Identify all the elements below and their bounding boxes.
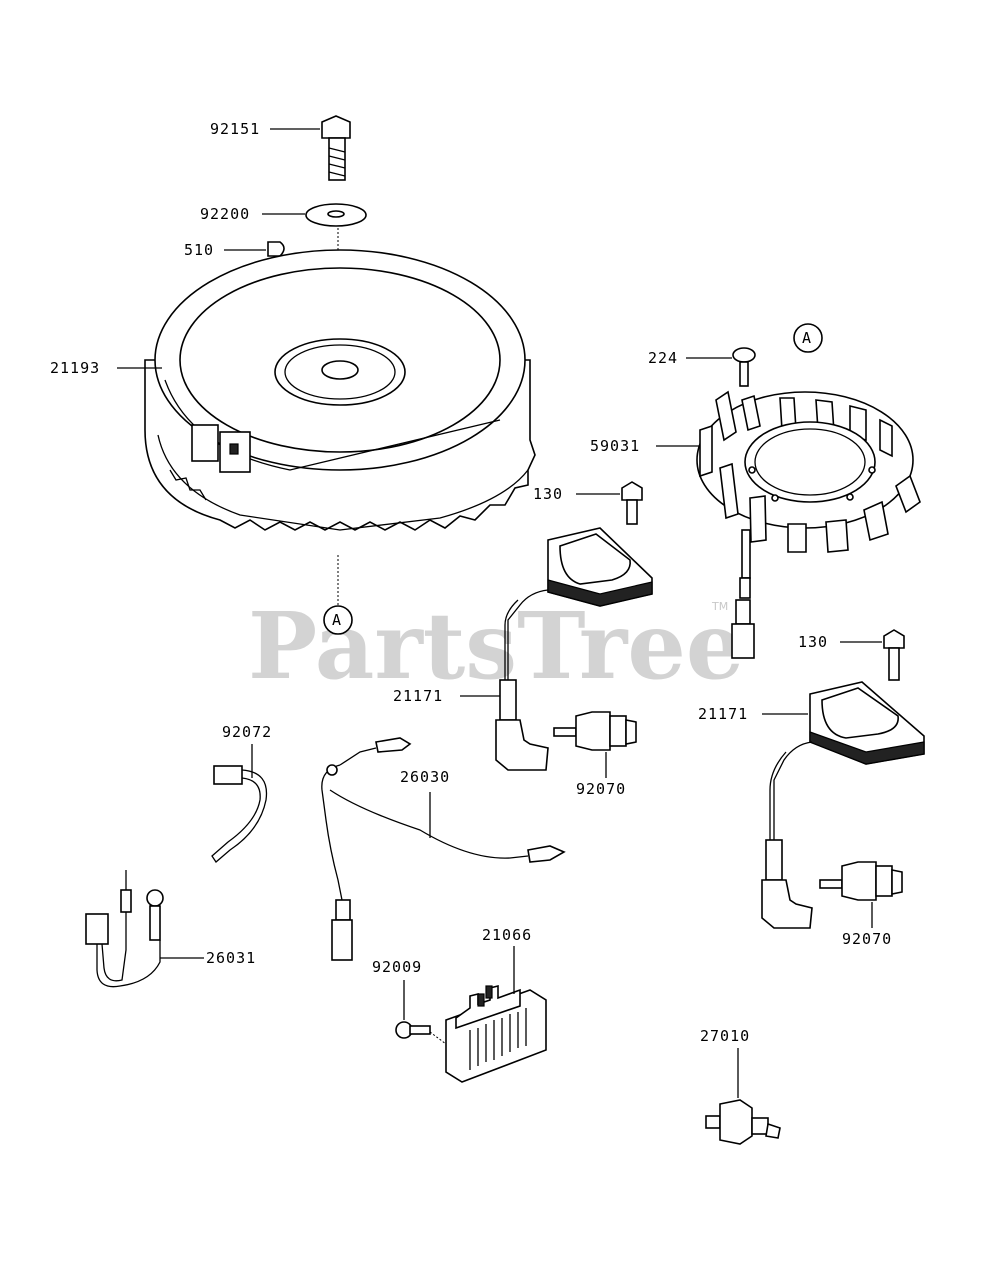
spark-plug-1-part[interactable] — [553, 711, 637, 751]
coil-bolt-2-part[interactable] — [883, 629, 905, 681]
label-spark-plug-2: 92070 — [842, 930, 892, 948]
label-coil-1: 21171 — [393, 687, 443, 705]
harness-part[interactable] — [85, 870, 164, 988]
stator-part[interactable] — [696, 390, 921, 659]
coil-bolt-1-part[interactable] — [621, 481, 643, 525]
regulator-screw-part[interactable] — [395, 1021, 447, 1045]
lead-wire-part[interactable] — [321, 737, 566, 961]
stator-screw-part[interactable] — [732, 347, 756, 387]
svg-text:A: A — [802, 329, 812, 347]
spark-plug-2-part[interactable] — [819, 861, 903, 901]
svg-text:A: A — [332, 611, 342, 629]
label-band: 92072 — [222, 723, 272, 741]
label-stator-screw: 224 — [648, 349, 678, 367]
label-key: 510 — [184, 241, 214, 259]
oil-switch-part[interactable] — [705, 1099, 781, 1145]
ignition-coil-1-part[interactable] — [495, 527, 653, 771]
label-flywheel: 21193 — [50, 359, 100, 377]
bolt-part[interactable] — [321, 115, 351, 181]
key-part[interactable] — [267, 241, 285, 257]
label-spark-plug-1: 92070 — [576, 780, 626, 798]
label-bolt: 92151 — [210, 120, 260, 138]
reference-a-lower: A — [323, 605, 353, 635]
label-regulator: 21066 — [482, 926, 532, 944]
label-coil-bolt-2: 130 — [798, 633, 828, 651]
watermark-trademark: TM — [711, 600, 728, 613]
flywheel-part[interactable] — [144, 249, 536, 531]
label-coil-2: 21171 — [698, 705, 748, 723]
watermark-brand: PartsTree — [248, 592, 744, 700]
label-harness: 26031 — [206, 949, 256, 967]
reference-a-upper: A — [793, 323, 823, 353]
label-stator: 59031 — [590, 437, 640, 455]
band-part[interactable] — [211, 765, 268, 863]
label-coil-bolt-1: 130 — [533, 485, 563, 503]
washer-part[interactable] — [305, 203, 367, 227]
label-lead-wire: 26030 — [400, 768, 450, 786]
ignition-coil-2-part[interactable] — [761, 681, 925, 929]
regulator-part[interactable] — [445, 984, 547, 1083]
label-washer: 92200 — [200, 205, 250, 223]
label-regulator-screw: 92009 — [372, 958, 422, 976]
label-oil-switch: 27010 — [700, 1027, 750, 1045]
